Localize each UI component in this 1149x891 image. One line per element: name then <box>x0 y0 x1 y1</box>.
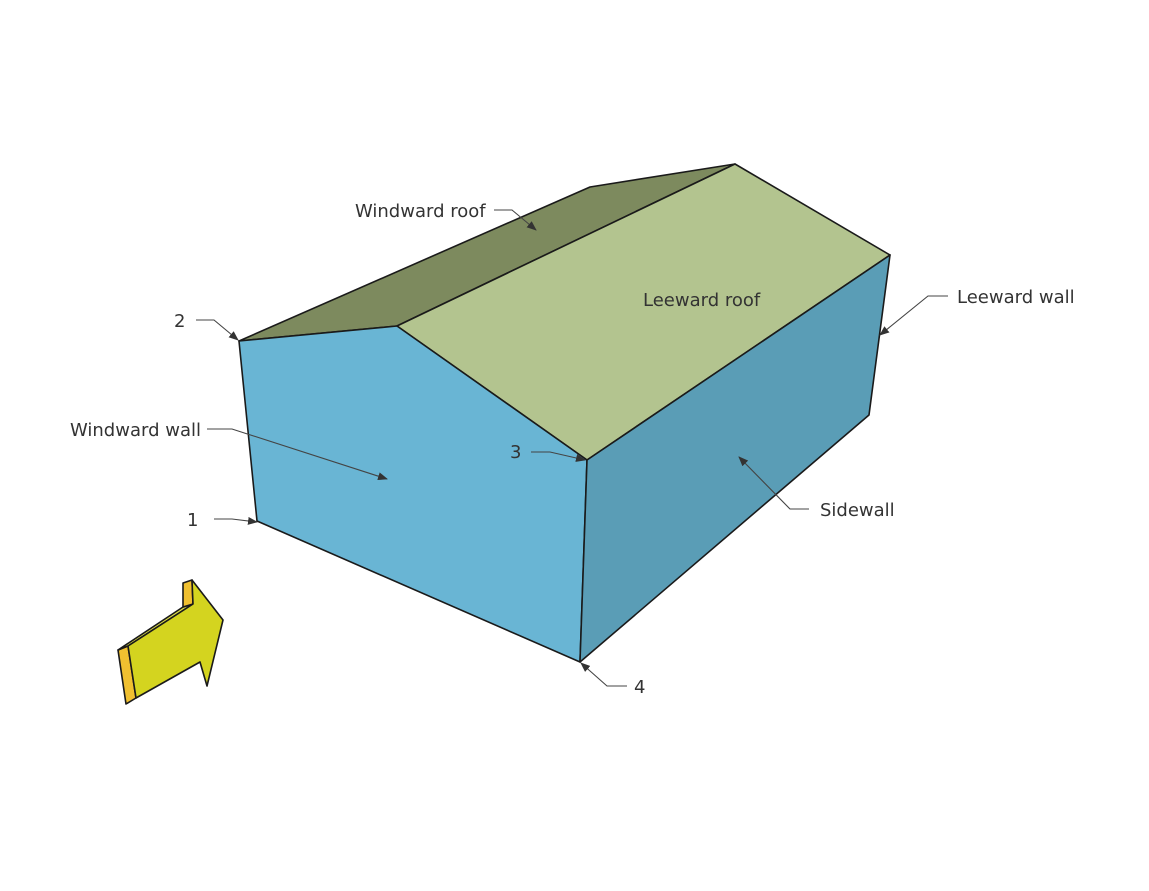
leader-corner-4 <box>580 662 627 687</box>
leader-windward-wall <box>207 428 388 481</box>
leader-corner-3 <box>531 451 586 462</box>
wind-arrow-icon <box>117 579 224 705</box>
label-windward-wall: Windward wall <box>70 420 201 441</box>
label-sidewall: Sidewall <box>820 500 895 521</box>
leader-corner-1 <box>214 516 258 525</box>
leader-sidewall <box>738 456 809 510</box>
label-corner-3: 3 <box>510 442 521 463</box>
label-corner-4: 4 <box>634 677 645 698</box>
leader-windward-roof <box>494 209 537 231</box>
label-leeward-roof: Leeward roof <box>643 290 761 311</box>
label-corner-2: 2 <box>174 311 185 332</box>
sidewall-face <box>579 254 891 663</box>
wind-arrow-front <box>127 579 224 699</box>
leader-leeward-wall <box>879 295 948 336</box>
label-leeward-wall: Leeward wall <box>957 287 1075 308</box>
leader-corner-2 <box>196 319 239 341</box>
label-corner-1: 1 <box>187 510 198 531</box>
label-windward-roof: Windward roof <box>355 201 486 222</box>
